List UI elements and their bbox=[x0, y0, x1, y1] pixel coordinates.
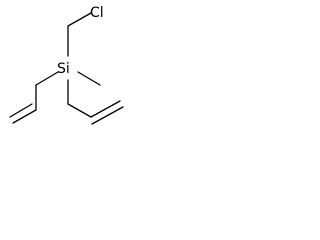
bond-allyl-right-double-inner bbox=[91, 106, 124, 125]
silicon-atom-label: Si bbox=[57, 61, 70, 77]
bond-cl-ch2 bbox=[67, 12, 92, 27]
bond-si-allyl-left-ch2 bbox=[35, 71, 59, 86]
bond-allyl-right-double-outer bbox=[90, 100, 121, 118]
allyl-chloromethyl-methylsilane-structure: Cl Si bbox=[9, 5, 124, 125]
bond-allyl-left-double-outer bbox=[12, 109, 37, 124]
bond-allyl-right-ch2-ch bbox=[67, 103, 92, 118]
bond-si-methyl bbox=[77, 71, 101, 86]
bond-allyl-left-double-inner bbox=[9, 103, 33, 118]
chlorine-atom-label: Cl bbox=[90, 5, 104, 21]
